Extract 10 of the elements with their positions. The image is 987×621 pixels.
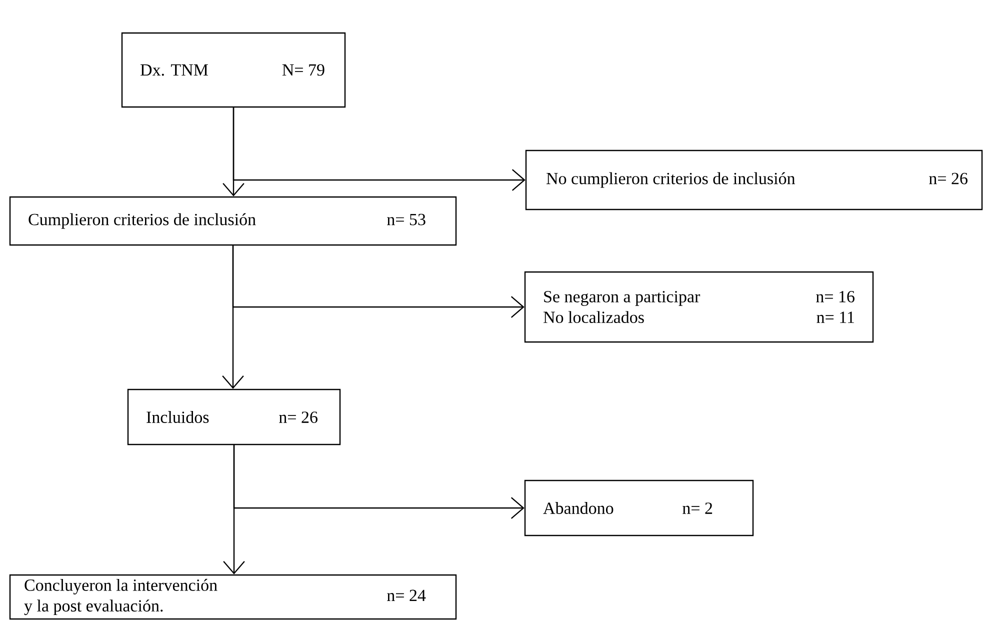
process-box: No cumplieron criterios de inclusión n= 26 <box>525 150 983 210</box>
arrow <box>232 245 524 318</box>
process-box: Cumplieron criterios de inclusión n= 53 <box>9 196 457 246</box>
process-box: Se negaron a participar n= 16 No localizados n= 11 <box>524 271 874 343</box>
arrow <box>232 107 526 191</box>
arrow <box>233 444 524 519</box>
process-box: Concluyeron la intervención y la post evaluación. n= 24 <box>9 574 457 620</box>
process-box: Abandono n= 2 <box>524 480 754 536</box>
process-box: Dx. TNM N= 79 <box>121 32 346 108</box>
process-box: Incluidos n= 26 <box>127 388 341 446</box>
